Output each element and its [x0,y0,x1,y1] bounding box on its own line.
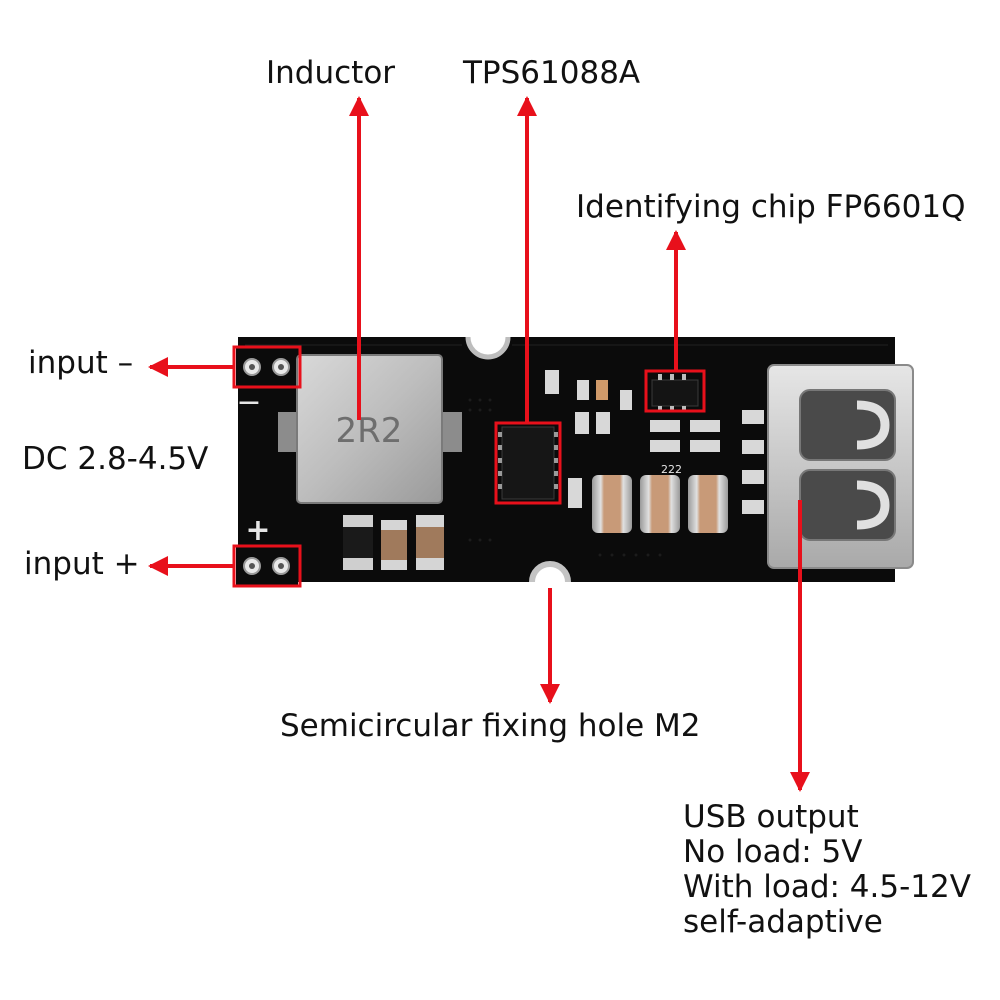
inductor-marking: 2R2 [336,411,403,451]
usb-output-line-3: With load: 4.5-12V [683,869,971,905]
identifying-chip-label: Identifying chip FP6601Q [576,189,966,225]
resistor-marking: 222 [661,463,682,476]
capacitors [592,475,728,533]
inductor-label: Inductor [266,55,396,91]
usb-output-line-2: No load: 5V [683,834,863,870]
input-minus-label: input – [28,345,134,381]
arrows [148,96,810,792]
bottom-left-components [343,515,444,570]
tps61088a-label: TPS61088A [463,55,641,91]
top-semicircle-hole [465,336,511,360]
smd-components: 222 [545,370,764,514]
usb-port [767,364,914,569]
dc-range-label: DC 2.8-4.5V [22,441,209,477]
tps61088a-chip [498,426,558,500]
silk-minus-sign: − [236,385,261,420]
input-minus-pads [236,348,298,386]
silk-plus-sign: + [245,513,270,548]
fixing-hole-label: Semicircular fixing hole M2 [280,708,701,744]
usb-output-line-4: self-adaptive [683,904,883,940]
input-plus-pads [236,547,298,585]
input-plus-label: input + [24,546,140,582]
usb-output-line-1: USB output [683,799,859,835]
usb-output-label: USB output No load: 5V With load: 4.5-12… [683,800,971,940]
inductor: 2R2 [278,354,462,504]
fixing-hole [529,561,571,583]
fp6601q-chip [651,374,699,412]
